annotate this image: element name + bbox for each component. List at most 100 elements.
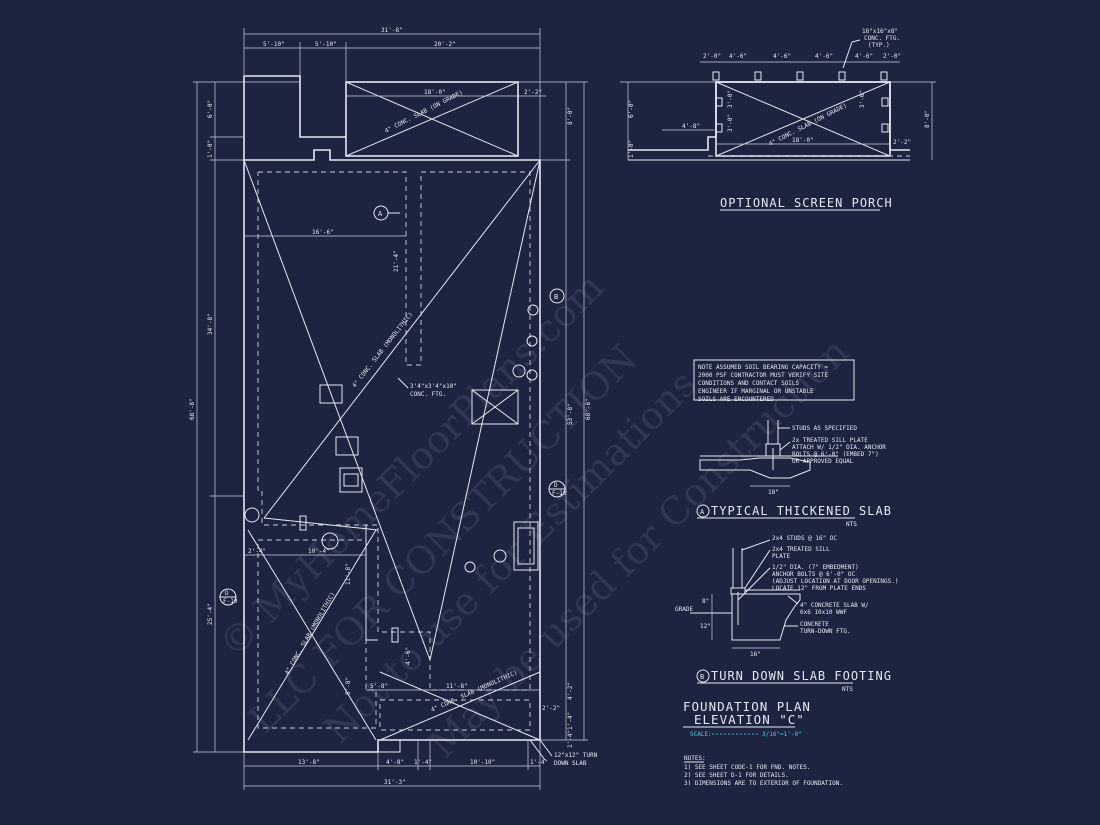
porch-dim-1: 2'-0" bbox=[703, 53, 721, 60]
tag-a: A bbox=[378, 210, 383, 218]
porch-dim-3: 4'-6" bbox=[773, 53, 791, 60]
dim-porch-width: 18'-0" bbox=[424, 89, 446, 96]
turn-down-label-2: DOWN SLAB bbox=[554, 760, 587, 767]
dim-inner-b: 21'-4" bbox=[393, 250, 400, 272]
soil-note-line-2: 2000 PSF CONTRACTOR MUST VERIFY SITE bbox=[698, 372, 828, 379]
soil-note-line-4: ENGINEER IF MARGINAL OR UNSTABLE bbox=[698, 388, 814, 395]
dim-porch-right: 2'-2" bbox=[524, 89, 542, 96]
porch-dim-4: 4'-6" bbox=[815, 53, 833, 60]
dim-right-b: 53'-8" bbox=[567, 403, 574, 425]
dim-inner-f: 5'-8" bbox=[345, 677, 352, 695]
dim-right-a: 8'-0" bbox=[567, 107, 574, 125]
detail-b-callout-4: 1/2" DIA. (7" EMBEDMENT) bbox=[772, 564, 859, 571]
porch-width: 18'-0" bbox=[792, 137, 814, 144]
detail-b-callout-1: 2x4 STUDS @ 16" OC bbox=[772, 535, 837, 542]
rear-porch-slab bbox=[345, 81, 519, 157]
dim-inner-i: 4'-6" bbox=[405, 647, 412, 665]
porch-ftg-2: CONC. FTG. bbox=[864, 35, 900, 42]
detail-a-dim: 18" bbox=[768, 489, 779, 496]
detail-a-callout-2b: ATTACH W/ 1/2" DIA. ANCHOR bbox=[792, 444, 886, 451]
footing-type-label: CONC. FTG. bbox=[410, 391, 446, 398]
turn-down-label-1: 12"x12" TURN bbox=[554, 752, 598, 759]
detail-b-d3: 16" bbox=[750, 651, 761, 658]
detail-a-tag: A bbox=[700, 508, 705, 516]
scale-value: 3/16"=1'-0" bbox=[762, 731, 802, 738]
detail-a-callout-1: STUDS AS SPECIFIED bbox=[792, 425, 857, 432]
dim-top-b: 5'-10" bbox=[315, 41, 337, 48]
porch-left: 4'-8" bbox=[682, 123, 700, 130]
dim-inner-a: 16'-6" bbox=[312, 229, 334, 236]
dim-bot-c: 1'-4" bbox=[414, 759, 432, 766]
detail-b-callout-9: 6x6 10x10 WWF bbox=[800, 609, 847, 616]
detail-a-callout-2c: BOLTS @ 6'-0" (EMBED 7") bbox=[792, 451, 879, 458]
detail-a-typical-thickened-slab: STUDS AS SPECIFIED 2x TREATED SILL PLATE… bbox=[696, 420, 892, 528]
soil-note-line-5: SOILS ARE ENCOUNTERED bbox=[698, 396, 774, 403]
dim-left-c: 34'-8" bbox=[207, 313, 214, 335]
dim-bot-overall: 31'-3" bbox=[384, 779, 406, 786]
slab-main-label: 4" CONC. SLAB (MONOLITHIC) bbox=[351, 311, 414, 389]
porch-side-c: 3'-0" bbox=[727, 114, 734, 132]
dim-left-overall: 68'-8" bbox=[189, 398, 196, 420]
dim-inner-d: 11'-8" bbox=[345, 563, 352, 585]
detail-b-callout-5: ANCHOR BOLTS @ 6'-0" OC bbox=[772, 571, 855, 578]
detail-b-title: TURN DOWN SLAB FOOTING bbox=[711, 669, 892, 683]
notes-heading: NOTES: bbox=[684, 755, 706, 762]
detail-a-callout-2a: 2x TREATED SILL PLATE bbox=[792, 437, 868, 444]
porch-dim-6: 2'-0" bbox=[883, 53, 901, 60]
detail-b-tag: B bbox=[700, 673, 704, 681]
note-3: 3) DIMENSIONS ARE TO EXTERIOR OF FOUNDAT… bbox=[684, 780, 843, 787]
dim-left-a: 6'-0" bbox=[207, 100, 214, 118]
tag-b: B bbox=[554, 293, 558, 301]
note-1: 1) SEE SHEET CODE-1 FOR FND. NOTES. bbox=[684, 764, 810, 771]
detail-b-nts: NTS bbox=[842, 686, 853, 693]
detail-b-callout-7: LOCATE 12" FROM PLATE ENDS bbox=[772, 585, 866, 592]
detail-b-callout-11: TURN-DOWN FTG. bbox=[800, 628, 851, 635]
porch-footings bbox=[712, 71, 889, 133]
scale-label: SCALE: bbox=[690, 731, 712, 738]
dim-top-overall: 31'-8" bbox=[381, 27, 403, 34]
detail-b-callout-6: (ADJUST LOCATION AT DOOR OPENINGS.) bbox=[772, 578, 898, 585]
title-block: FOUNDATION PLAN ELEVATION "C" SCALE: 3/1… bbox=[683, 699, 843, 787]
tag-d-left-lower: F-10 bbox=[223, 598, 238, 605]
tag-d-upper: D bbox=[554, 482, 558, 489]
footing-size-label: 3'4"x3'4"x10" bbox=[410, 383, 457, 390]
plan-subtitle: ELEVATION "C" bbox=[694, 712, 805, 727]
dim-inner-c: 10'-4" bbox=[308, 548, 330, 555]
porch-side-b: 3'-6" bbox=[859, 90, 866, 108]
porch-right: 2'-2" bbox=[893, 139, 911, 146]
tag-d-lower: F-10 bbox=[552, 490, 567, 497]
dim-top-c: 20'-2" bbox=[434, 41, 456, 48]
detail-b-callout-2: 2x4 TREATED SILL bbox=[772, 546, 830, 553]
dim-inner-j: 2'-2" bbox=[542, 705, 560, 712]
dim-left-d: 25'-4" bbox=[207, 603, 214, 625]
dim-bot-e: 1'-4" bbox=[530, 759, 548, 766]
dim-right-e: 1'-4" bbox=[567, 730, 574, 748]
porch-h3: 8'-0" bbox=[924, 110, 931, 128]
detail-b-turn-down-slab-footing: GRADE 8" 12" 16" 2x4 STUDS @ 16" OC 2x4 … bbox=[675, 535, 898, 693]
detail-a-nts: NTS bbox=[846, 521, 857, 528]
tag-d-left-upper: D bbox=[225, 590, 229, 597]
detail-b-callout-10: CONCRETE bbox=[800, 621, 829, 628]
plan-title: FOUNDATION PLAN bbox=[683, 699, 811, 714]
soil-note-line-1: NOTE ASSUMED SOIL BEARING CAPACITY = bbox=[698, 364, 828, 371]
dim-left-b: 1'-0" bbox=[207, 140, 214, 158]
optional-screen-porch: 2'-0" 4'-6" 4'-6" 4'-6" 4'-6" 2'-0" 16"x… bbox=[620, 28, 936, 211]
porch-dim-5: 4'-6" bbox=[855, 53, 873, 60]
porch-h1: 6'-0" bbox=[628, 100, 635, 118]
dim-bot-d: 10'-10" bbox=[470, 759, 495, 766]
dim-right-c: 4'-2" bbox=[567, 682, 574, 700]
soil-note-line-3: CONDITIONS AND CONTACT SOILS bbox=[698, 380, 800, 387]
dim-inner-h: 11'-8" bbox=[446, 683, 468, 690]
dim-inner-e: 2'-4" bbox=[248, 548, 266, 555]
dim-bot-a: 13'-8" bbox=[298, 759, 320, 766]
dim-bot-b: 4'-8" bbox=[386, 759, 404, 766]
dim-inner-g: 5'-8" bbox=[370, 683, 388, 690]
porch-ftg-3: (TYP.) bbox=[868, 42, 890, 49]
porch-ftg-1: 16"x16"x8" bbox=[862, 28, 898, 35]
porch-title: OPTIONAL SCREEN PORCH bbox=[720, 196, 893, 210]
dim-top-a: 5'-10" bbox=[263, 41, 285, 48]
detail-b-d2: 12" bbox=[700, 623, 711, 630]
detail-a-title: TYPICAL THICKENED SLAB bbox=[711, 504, 892, 518]
